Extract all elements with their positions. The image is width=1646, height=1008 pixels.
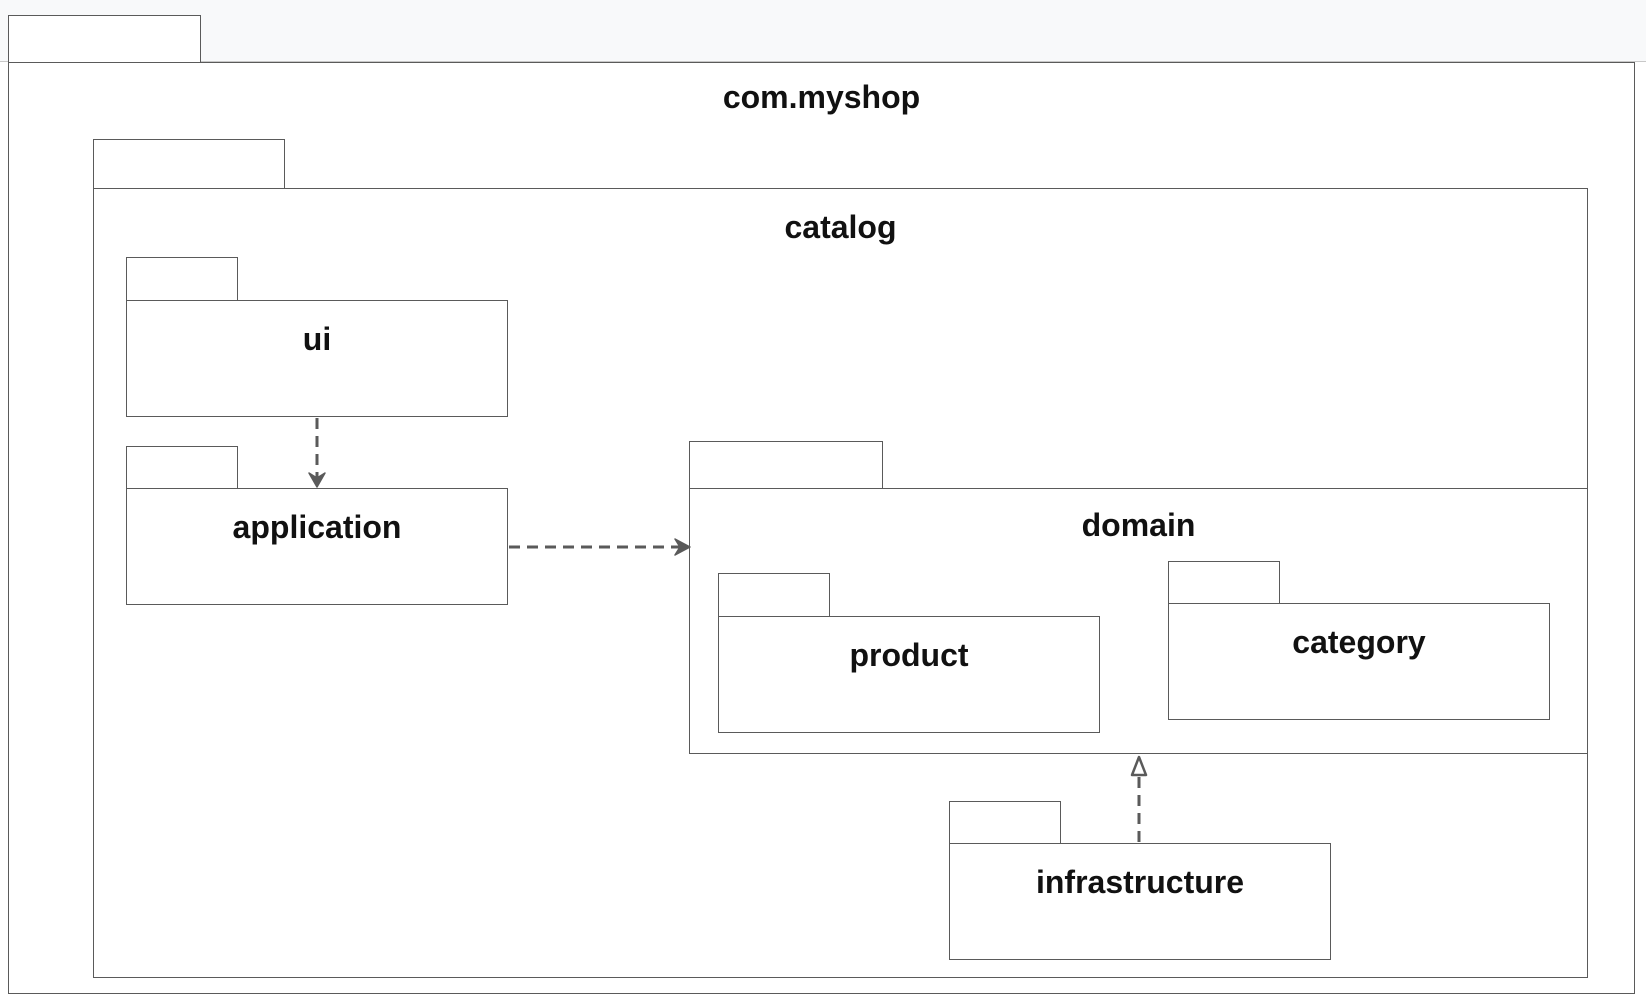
package-label-catalog: catalog (784, 209, 897, 245)
package-tab-catalog[interactable] (93, 139, 285, 189)
top-band-divider (0, 61, 1646, 62)
package-category[interactable]: category (1168, 603, 1550, 720)
package-tab-category[interactable] (1168, 561, 1280, 605)
package-label-product: product (849, 637, 969, 673)
package-label-application: application (232, 509, 402, 545)
package-tab-infrastructure[interactable] (949, 801, 1061, 845)
package-tab-domain[interactable] (689, 441, 883, 491)
package-label-category: category (1292, 624, 1426, 660)
package-label-infrastructure: infrastructure (1035, 864, 1245, 900)
package-tab-application[interactable] (126, 446, 238, 490)
package-infrastructure[interactable]: infrastructure (949, 843, 1331, 960)
package-tab-ui[interactable] (126, 257, 238, 301)
package-tab-root[interactable] (8, 15, 201, 63)
top-band (0, 0, 1646, 62)
package-ui[interactable]: ui (126, 300, 508, 417)
package-tab-product[interactable] (718, 573, 830, 617)
package-label-ui: ui (302, 321, 332, 357)
package-application[interactable]: application (126, 488, 508, 605)
package-label-domain: domain (1081, 507, 1196, 543)
package-label-root: com.myshop (722, 79, 921, 115)
package-product[interactable]: product (718, 616, 1100, 733)
